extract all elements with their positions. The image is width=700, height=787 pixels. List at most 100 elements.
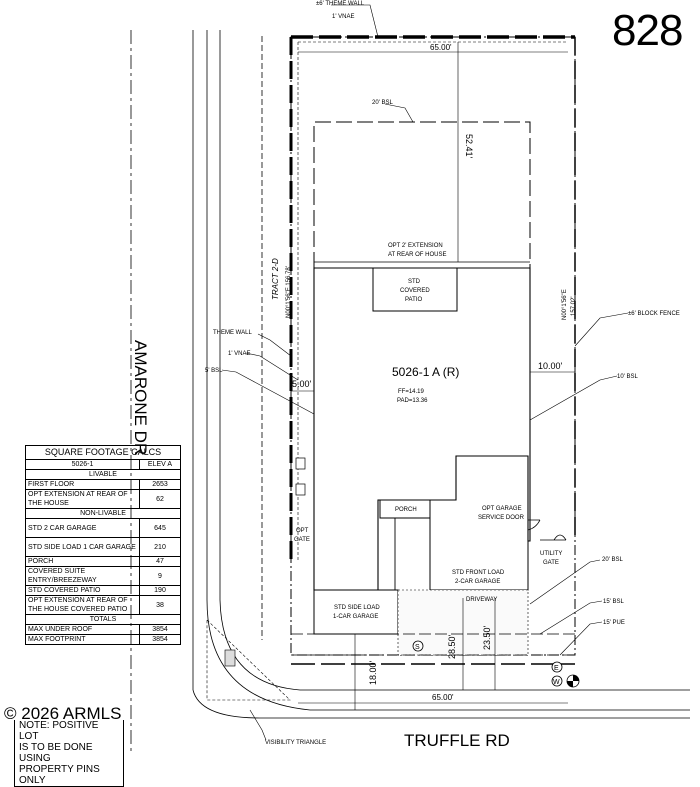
porch [379, 499, 431, 519]
street-name-vertical: AMARONE DR [131, 340, 150, 456]
row-label: MAX UNDER ROOF [25, 624, 140, 635]
sewer-marker [412, 640, 424, 652]
dim-rear-label: 52.41' [464, 134, 474, 159]
lot-boundary [290, 36, 576, 656]
pad-label: PAD=13.36 [397, 398, 428, 404]
covered-patio [372, 267, 458, 312]
vnae-top-label: 1' VNAE [332, 14, 355, 20]
non-livable-header: NON-LIVABLE [25, 508, 181, 519]
row-value: 2653 [139, 479, 181, 490]
porch-wall [377, 518, 396, 591]
side-garage [313, 589, 399, 635]
leader-front-bsl [529, 559, 601, 605]
dim-top-label: 65.00' [430, 43, 452, 52]
bearing-left-label: N00°1'56"E 156.78' [286, 266, 292, 318]
utility-gate-swing [540, 534, 567, 541]
elev-cell: ELEV A [139, 459, 181, 470]
street-name-horizontal: TRUFFLE RD [404, 731, 510, 750]
row-label: OPT EXTENSION AT REAR OF THE HOUSE COVER… [25, 595, 140, 615]
curb-return-2 [219, 599, 690, 691]
house-footprint [313, 267, 531, 591]
electric-marker [551, 661, 563, 673]
electric-letter: E [554, 665, 559, 672]
dim-right-label: 10.00' [538, 361, 563, 371]
utility-box [224, 649, 236, 667]
dim-23-50-label: 23.50' [482, 625, 492, 650]
dim-18-label: 18.00' [368, 660, 378, 685]
row-label: STD SIDE LOAD 1 CAR GARAGE [25, 537, 140, 557]
note-line: IS TO BE DONE USING [19, 742, 93, 764]
ff-label: FF=14.19 [398, 389, 425, 395]
leader-visibility [249, 709, 267, 741]
copyright-watermark: © 2026 ARMLS [4, 704, 122, 723]
leader-pue [559, 621, 603, 656]
row-value: 190 [139, 585, 181, 596]
bsl-left-label: 5' BSL [205, 368, 223, 374]
leader-theme-wall-left [257, 333, 292, 357]
row-value: 3854 [139, 624, 181, 635]
dim-28-50-label: 28.50' [447, 634, 457, 659]
pue-label: 15' PUE [603, 620, 625, 626]
dim-left-label: 5.00' [292, 379, 312, 389]
front-garage-label-2: 2-CAR GARAGE [455, 579, 500, 585]
water-letter: W [553, 679, 560, 686]
row-value: 210 [139, 537, 181, 557]
bearing-right-label: N00°1'56"E [562, 289, 568, 320]
row-value: 3854 [139, 634, 181, 645]
bearing-right-len-label: 157.02' [571, 297, 577, 317]
curb-return-3 [192, 689, 261, 719]
visibility-triangle [206, 619, 291, 701]
row-label: FIRST FLOOR [25, 479, 140, 490]
porch-label: PORCH [395, 507, 417, 513]
totals-header: TOTALS [25, 614, 181, 625]
leader-theme-wall [331, 4, 379, 38]
row-value: 38 [139, 595, 181, 615]
row-label: STD COVERED PATIO [25, 585, 140, 596]
meter-box-2 [295, 483, 306, 496]
dim-bottom-label: 65.00' [432, 693, 454, 702]
garage-door-label: OPT GARAGE [482, 506, 522, 512]
opt-gate-label: OPT [296, 528, 309, 534]
note-line: PROPERTY PINS ONLY [19, 764, 100, 786]
rear-bsl [313, 121, 531, 268]
utility-gate-label-2: GATE [543, 560, 559, 566]
table-title: SQUARE FOOTAGE CALCS [25, 445, 181, 460]
leader-fence [574, 312, 629, 347]
block-fence-label: ±6' BLOCK FENCE [628, 311, 680, 317]
patio-label-1: STD [408, 279, 421, 285]
table-row: OPT EXTENSION AT REAR OF THE HOUSE COVER… [25, 595, 181, 615]
bsl-right-label: 10' BSL [617, 374, 638, 380]
utility-gate-label: UTILITY [540, 551, 562, 557]
bsl-front-label: 20' BSL [602, 557, 623, 563]
leader-bsl [384, 103, 414, 123]
opt-gate-label-2: GATE [294, 537, 310, 543]
sewer-letter: S [415, 644, 420, 651]
bsl-rear-label: 20' BSL [372, 100, 393, 106]
positive-lot-note: NOTE: POSITIVE LOT IS TO BE DONE USING P… [14, 720, 124, 787]
theme-wall-left-label: THEME WALL [213, 330, 252, 336]
tract-label: TRACT 2-D [271, 258, 280, 300]
driveway-label: DRIVEWAY [466, 597, 497, 603]
lot-number: 828 [612, 6, 683, 55]
bsl-15-label: 15' BSL [603, 599, 624, 605]
front-garage-label: STD FRONT LOAD [452, 570, 505, 576]
side-garage-label: STD SIDE LOAD [334, 605, 380, 611]
livable-header: LIVABLE [25, 469, 181, 480]
water-marker [551, 675, 563, 687]
row-label: STD 2 CAR GARAGE [25, 518, 140, 538]
row-label: OPT EXTENSION AT REAR OF THE HOUSE [25, 489, 140, 509]
leader-bsl-right [529, 375, 618, 421]
opt-ext-label-2: AT REAR OF HOUSE [388, 252, 446, 258]
vnae-left-label: 1' VNAE [228, 351, 251, 357]
note-line: NOTE: POSITIVE LOT [19, 720, 99, 742]
